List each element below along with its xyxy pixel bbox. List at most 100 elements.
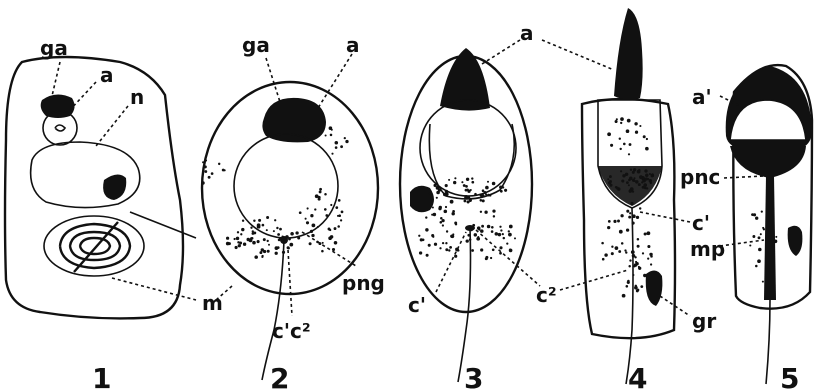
granule-dot	[258, 219, 261, 222]
granule-dot	[628, 184, 630, 186]
granule-dot	[629, 259, 631, 261]
granule-dot	[484, 211, 487, 214]
granule-dot	[325, 134, 327, 136]
granule-dot	[482, 199, 485, 202]
granule-dot	[279, 237, 282, 240]
granule-dot	[246, 238, 249, 241]
granule-dot	[647, 245, 650, 248]
granule-dot	[610, 144, 613, 147]
granule-dot	[635, 285, 637, 287]
granule-dot	[638, 267, 641, 270]
cell-5-dark-body	[788, 226, 803, 256]
granule-dot	[250, 237, 253, 240]
granule-dot	[622, 174, 625, 177]
granule-dot	[508, 230, 510, 232]
cell-4-flagellum	[626, 208, 633, 384]
granule-dot	[493, 215, 495, 217]
granule-dot	[620, 117, 624, 121]
granule-dot	[322, 242, 324, 244]
granule-dot	[633, 265, 635, 267]
granule-dot	[509, 225, 513, 229]
granule-dot	[321, 250, 324, 253]
granule-dot	[277, 233, 280, 236]
granule-dot	[282, 251, 285, 254]
granule-dot	[208, 176, 211, 179]
granule-dot	[626, 181, 629, 184]
granule-dot	[645, 147, 649, 151]
granule-dot	[461, 181, 463, 183]
granule-dot	[509, 249, 513, 253]
granule-dot	[307, 207, 309, 209]
granule-dot	[749, 244, 751, 246]
granule-dot	[341, 211, 344, 214]
granule-dot	[467, 234, 470, 237]
granule-dot	[425, 228, 428, 231]
granule-dot	[632, 214, 636, 218]
granule-dot	[629, 177, 633, 181]
granule-dot	[335, 206, 338, 209]
granule-dot	[226, 237, 229, 240]
granule-dot	[224, 169, 226, 171]
granule-dot	[285, 235, 289, 239]
granule-dot	[631, 204, 633, 206]
granule-dot	[470, 189, 472, 191]
granule-dot	[445, 248, 448, 251]
granule-dot	[639, 207, 641, 209]
granule-dot	[477, 236, 479, 238]
label-gr-4: gr	[692, 309, 716, 333]
granule-dot	[295, 231, 298, 234]
cell-2-flagellum	[262, 240, 284, 380]
granule-dot	[226, 242, 230, 246]
granule-dot	[639, 175, 643, 179]
granule-dot	[204, 170, 207, 173]
granule-dot	[237, 231, 239, 233]
label-ga-2: ga	[242, 33, 270, 57]
granule-dot	[450, 200, 454, 204]
granule-dot	[218, 163, 220, 165]
granule-dot	[499, 252, 502, 255]
granule-dot	[240, 233, 242, 235]
granule-dot	[319, 188, 322, 191]
cell-2-ga-leader	[266, 58, 280, 102]
granule-dot	[761, 211, 763, 213]
granule-dot	[644, 233, 647, 236]
a-leader-4	[542, 40, 614, 70]
cell-5-middle-piece	[764, 176, 776, 300]
cell-3-nucleus	[420, 100, 516, 196]
granule-dot	[433, 184, 436, 187]
cell-1-dark-body	[103, 174, 126, 200]
granule-dot	[471, 181, 474, 184]
granule-dot	[273, 230, 275, 232]
granule-dot	[201, 181, 204, 184]
granule-dot	[211, 172, 214, 175]
granule-dot	[305, 218, 307, 220]
stage-number-1: 1	[92, 362, 111, 389]
label-m-1: m	[202, 291, 223, 315]
granule-dot	[613, 220, 616, 223]
granule-dot	[250, 227, 252, 229]
cell-3-granules	[418, 177, 516, 260]
granule-dot	[611, 252, 614, 255]
granule-dot	[480, 199, 483, 202]
granule-dot	[492, 182, 496, 186]
granule-dot	[620, 170, 622, 172]
cell-4	[560, 8, 690, 384]
granule-dot	[426, 254, 429, 257]
granule-dot	[432, 236, 434, 238]
granule-dot	[504, 189, 507, 192]
cell-1-nebenkern-whorls	[60, 222, 130, 272]
stage-number-4: 4	[628, 362, 647, 389]
label-c1-4: c'	[692, 211, 710, 235]
granule-dot	[480, 194, 483, 197]
granule-dot	[643, 135, 646, 138]
granule-dot	[434, 243, 437, 246]
granule-dot	[626, 129, 630, 133]
granule-dot	[617, 220, 620, 223]
granule-dot	[500, 229, 502, 231]
cell-5-pnc	[730, 146, 806, 178]
granule-dot	[607, 226, 610, 229]
granule-dot	[481, 225, 484, 228]
granule-dot	[262, 224, 265, 227]
granule-dot	[634, 168, 636, 170]
